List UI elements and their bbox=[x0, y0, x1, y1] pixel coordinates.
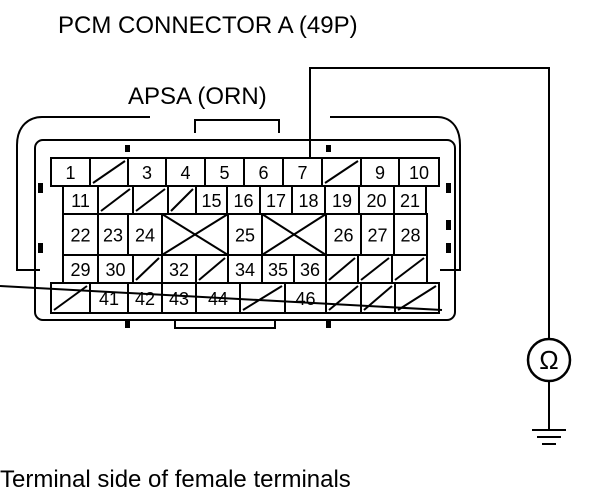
unused-terminal-slash bbox=[135, 257, 160, 281]
unused-terminal-slash bbox=[328, 285, 359, 311]
terminal-number: 23 bbox=[103, 226, 123, 246]
terminal-number: 7 bbox=[297, 163, 307, 183]
terminal-number: 9 bbox=[375, 163, 385, 183]
unused-terminal-slash bbox=[0, 285, 443, 311]
terminal-number: 34 bbox=[235, 260, 255, 280]
unused-terminal-slash bbox=[198, 257, 226, 281]
test-wire bbox=[309, 67, 550, 339]
key-tabs bbox=[38, 145, 451, 328]
caption: Terminal side of female terminals bbox=[0, 466, 351, 493]
terminal-number: 35 bbox=[268, 260, 288, 280]
terminal-number: 15 bbox=[201, 191, 221, 211]
unused-terminal-slash bbox=[170, 188, 194, 212]
terminal-number: 6 bbox=[258, 163, 268, 183]
unused-terminal-slash bbox=[92, 160, 126, 184]
unused-terminal-slash bbox=[324, 160, 359, 184]
terminal-number: 25 bbox=[235, 226, 255, 246]
terminal-number: 32 bbox=[169, 260, 189, 280]
terminal-number: 41 bbox=[99, 289, 119, 309]
terminal-number: 22 bbox=[70, 226, 90, 246]
unused-terminal-slash bbox=[100, 188, 131, 212]
ohmmeter-symbol: Ω bbox=[539, 345, 558, 375]
terminal-number: 28 bbox=[400, 226, 420, 246]
terminal-number: 29 bbox=[70, 260, 90, 280]
terminal-number: 44 bbox=[208, 289, 228, 309]
terminal-number: 16 bbox=[233, 191, 253, 211]
unused-terminal-slash bbox=[394, 257, 425, 281]
terminal-number: 46 bbox=[295, 289, 315, 309]
unused-terminal-slash bbox=[135, 188, 166, 212]
unused-terminal-slash bbox=[360, 257, 390, 281]
terminal-number: 43 bbox=[169, 289, 189, 309]
terminal-number: 24 bbox=[135, 226, 155, 246]
terminal-number: 26 bbox=[333, 226, 353, 246]
terminal-cell bbox=[394, 282, 440, 314]
blocked-cell-cross bbox=[261, 213, 327, 256]
blocked-cell-cross bbox=[161, 213, 229, 256]
unused-terminal-slash bbox=[328, 257, 356, 281]
terminal-number: 3 bbox=[142, 163, 152, 183]
terminal-number: 18 bbox=[298, 191, 318, 211]
ground-icon bbox=[532, 381, 566, 445]
unused-terminal-slash bbox=[397, 285, 437, 311]
terminal-number: 19 bbox=[332, 191, 352, 211]
diagram-title: PCM CONNECTOR A (49P) bbox=[58, 12, 358, 39]
terminal-number: 4 bbox=[180, 163, 190, 183]
terminal-number: 17 bbox=[266, 191, 286, 211]
terminal-number: 5 bbox=[219, 163, 229, 183]
terminal-number: 30 bbox=[105, 260, 125, 280]
terminal-number: 20 bbox=[366, 191, 386, 211]
terminal-number: 10 bbox=[409, 163, 429, 183]
terminal-number: 42 bbox=[135, 289, 155, 309]
terminal-number: 1 bbox=[65, 163, 75, 183]
terminal-number: 21 bbox=[400, 191, 420, 211]
terminal-number: 36 bbox=[300, 260, 320, 280]
unused-terminal-slash bbox=[242, 285, 283, 311]
terminal-number: 11 bbox=[71, 191, 90, 211]
terminal-number: 27 bbox=[367, 226, 387, 246]
wire-label: APSA (ORN) bbox=[128, 83, 267, 110]
connector-housing bbox=[16, 116, 461, 329]
ohmmeter-icon: Ω bbox=[526, 337, 572, 383]
